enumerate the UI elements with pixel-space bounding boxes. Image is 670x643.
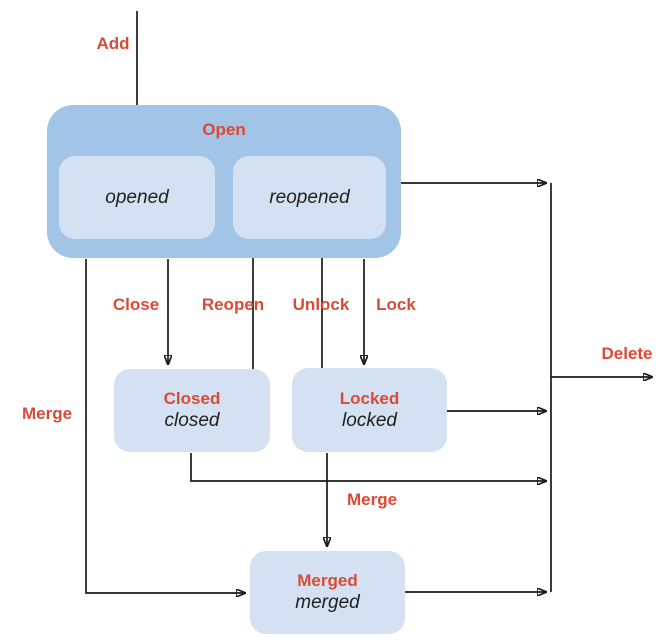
state-merged-title: Merged [297,571,358,590]
state-locked: Locked locked [292,368,447,452]
state-closed-name: closed [164,410,220,432]
state-open-title: Open [202,120,246,139]
transition-label-delete: Delete [601,344,653,363]
state-group-open: Open opened reopened [47,105,401,258]
transition-label-unlock: Unlock [292,295,350,314]
edge-merge-from-open-arrow [85,259,245,593]
state-locked-title: Locked [339,388,400,408]
transition-label-reopen: Reopen [201,295,265,314]
transition-label-add: Add [96,34,130,53]
state-opened: opened [59,156,215,239]
state-merged: Merged merged [250,551,405,634]
state-locked-name: locked [342,409,397,431]
state-reopened-name: reopened [269,186,350,208]
state-closed: Closed closed [114,369,270,452]
transition-label-merge-locked: Merge [346,490,398,509]
state-reopened: reopened [233,156,386,239]
transition-label-merge-open: Merge [21,404,73,423]
state-opened-name: opened [105,186,169,208]
transition-label-close: Close [112,295,160,314]
state-merged-name: merged [295,592,360,614]
edge-closed-to-delete-rail-arrow [190,453,546,481]
state-closed-title: Closed [163,389,221,408]
transition-label-lock: Lock [376,295,416,314]
